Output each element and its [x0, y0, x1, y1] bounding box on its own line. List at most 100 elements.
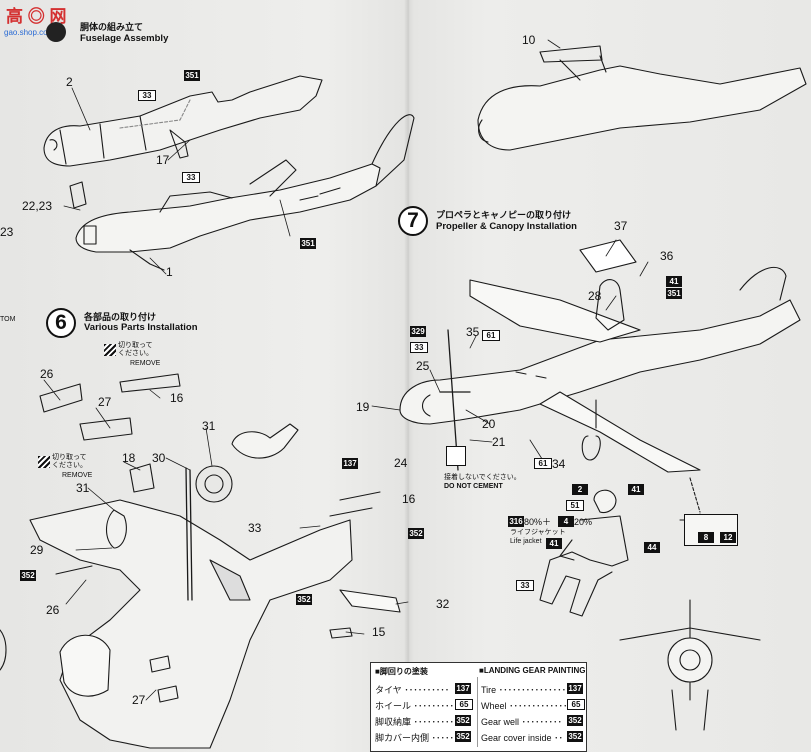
part-34: 34	[552, 457, 566, 471]
color-code-12: 12	[720, 532, 736, 543]
watermark-url: gao.shop.com	[4, 28, 55, 37]
color-code-352b: 352	[408, 528, 424, 539]
aircraft-step7-drawing	[399, 239, 801, 473]
pilot-figure-drawing	[539, 489, 629, 617]
color-code-44: 44	[644, 542, 660, 553]
step-number-6: 6	[46, 308, 76, 338]
legend-label-jp: タイヤ ･･････････	[375, 685, 450, 695]
remove-note-2-jp: 切り取って ください。	[52, 454, 87, 469]
legend-row: ホイール ･････････ 65 Wheel ･････････････ 65	[371, 699, 586, 711]
color-code-33: 33	[138, 90, 156, 101]
color-code-41-pilot: 41	[628, 484, 644, 495]
color-code-2: 2	[572, 484, 588, 495]
mix-percent-80: 80%＋	[524, 517, 552, 527]
color-code-352a: 352	[20, 570, 36, 581]
legend-code: 352	[455, 715, 471, 726]
color-code-8: 8	[698, 532, 714, 543]
legend-header-jp: ■脚回りの塗装	[375, 667, 428, 676]
remove-icon-2	[38, 456, 50, 468]
fuselage-topright-drawing	[477, 45, 807, 151]
color-code-33b: 33	[182, 172, 200, 183]
part-19: 19	[356, 400, 370, 414]
legend-code-en: 137	[567, 683, 583, 694]
do-not-cement-en: DO NOT CEMENT	[444, 483, 503, 490]
part-18: 18	[122, 451, 136, 465]
remove-icon-1	[104, 344, 116, 356]
part-20: 20	[482, 417, 496, 431]
legend-code: 352	[455, 731, 471, 742]
lifejacket-jp: ライフジャケット	[510, 529, 566, 536]
color-code-351b: 351	[300, 238, 316, 249]
fuselage-title-en: Fuselage Assembly	[80, 33, 169, 44]
part-15: 15	[372, 625, 386, 639]
step7-title-en: Propeller & Canopy Installation	[436, 221, 577, 232]
do-not-cement-jp: 接着しないでください。	[444, 474, 521, 481]
color-code-33-pilot: 33	[516, 580, 534, 591]
do-not-cement-icon	[446, 446, 466, 466]
legend-row: タイヤ ･･････････ 137 Tire ･･･････････････ …	[371, 683, 586, 695]
part-28: 28	[588, 289, 602, 303]
color-code-61: 61	[482, 330, 500, 341]
step7-title-jp: プロペラとキャノピーの取り付け	[436, 210, 572, 220]
part-37: 37	[614, 219, 628, 233]
part-26: 26	[40, 367, 54, 381]
fuselage-half-drawing	[43, 75, 323, 167]
part-31b: 31	[76, 481, 90, 495]
color-code-351-s7: 351	[666, 288, 682, 299]
legend-label-jp: 脚カバー内側 ･････	[375, 733, 455, 743]
part-35: 35	[466, 325, 480, 339]
part-17: 17	[156, 153, 170, 167]
mix-percent-20: 20%	[574, 517, 593, 527]
legend-row: 脚収納庫 ･････････ 352 Gear well ･････････ 3…	[371, 715, 586, 727]
color-code-61b: 61	[534, 458, 552, 469]
legend-row: 脚カバー内側 ･････ 352 Gear cover inside ･･ 35…	[371, 731, 586, 743]
page-fold	[404, 0, 414, 752]
part-10: 10	[522, 33, 536, 47]
lifejacket-en: Life jacket	[510, 538, 542, 545]
aircraft-step6-drawing	[0, 373, 401, 749]
step6-title-jp: 各部品の取り付け	[84, 312, 157, 322]
color-code-351: 351	[184, 70, 200, 81]
legend-header-en: ■LANDING GEAR PAINTING	[479, 666, 586, 675]
left-cut-part-number: 23	[0, 225, 14, 239]
part-25: 25	[416, 359, 430, 373]
part-30: 30	[152, 451, 166, 465]
legend-label-jp: 脚収納庫 ･････････	[375, 717, 455, 727]
part-21: 21	[492, 435, 506, 449]
part-1: 1	[166, 265, 173, 279]
left-cut-text: TOM	[0, 316, 16, 323]
remove-note-1-en: REMOVE	[130, 360, 161, 367]
color-code-316: 316	[508, 516, 524, 527]
part-31: 31	[202, 419, 216, 433]
legend-label-en: Tire ･･･････････････	[481, 685, 567, 695]
color-code-41-jacket: 41	[546, 538, 562, 549]
part-29: 29	[30, 543, 44, 557]
legend-label-en: Gear cover inside ･･	[481, 733, 564, 743]
legend-label-en: Wheel ･････････････	[481, 701, 568, 711]
color-code-137: 137	[342, 458, 358, 469]
fuselage-title-jp: 胴体の組み立て	[80, 22, 144, 32]
legend-code-en: 65	[567, 699, 585, 710]
color-code-51: 51	[566, 500, 584, 511]
remove-note-1-jp: 切り取って ください。	[118, 342, 153, 357]
part-26b: 26	[46, 603, 60, 617]
part-16: 16	[170, 391, 184, 405]
part-36: 36	[660, 249, 674, 263]
part-27b: 27	[132, 693, 146, 707]
color-code-329: 329	[410, 326, 426, 337]
part-16b: 16	[402, 492, 416, 506]
part-32: 32	[436, 597, 450, 611]
part-24: 24	[394, 456, 408, 470]
legend-label-jp: ホイール ･････････	[375, 701, 455, 711]
legend-code-en: 352	[567, 715, 583, 726]
legend-code-en: 352	[567, 731, 583, 742]
color-code-33-s7: 33	[410, 342, 428, 353]
part-33: 33	[248, 521, 262, 535]
legend-code: 137	[455, 683, 471, 694]
part-27: 27	[98, 395, 112, 409]
step-number-7: 7	[398, 206, 428, 236]
watermark-logo: 高 ◎ 网	[6, 7, 67, 26]
legend-code: 65	[455, 699, 473, 710]
